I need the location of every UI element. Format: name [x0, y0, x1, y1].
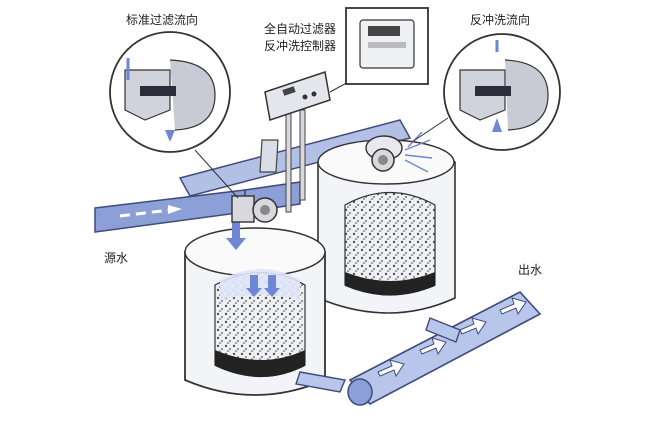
manifold-pipe	[178, 119, 412, 197]
front-valve	[231, 195, 278, 223]
front-tank	[184, 227, 326, 396]
outlet-pipe	[295, 291, 542, 406]
outlet-flow-arrows	[377, 297, 527, 378]
back-tank	[317, 135, 456, 314]
label-source-water: 源水	[104, 251, 128, 265]
label-outlet-water: 出水	[518, 263, 542, 277]
label-standard-flow: 标准过滤流向	[126, 12, 198, 27]
label-controller-line2: 反冲洗控制器	[264, 38, 336, 53]
label-backwash-flow: 反冲洗流向	[470, 12, 530, 27]
back-valve	[371, 148, 395, 172]
controller-box	[264, 71, 331, 213]
controller-callout	[329, 7, 429, 93]
backwash-flow-callout	[411, 33, 561, 151]
standard-flow-callout	[109, 31, 239, 199]
downflow-arrows	[226, 222, 280, 297]
label-controller-line1: 全自动过滤器	[264, 21, 336, 36]
